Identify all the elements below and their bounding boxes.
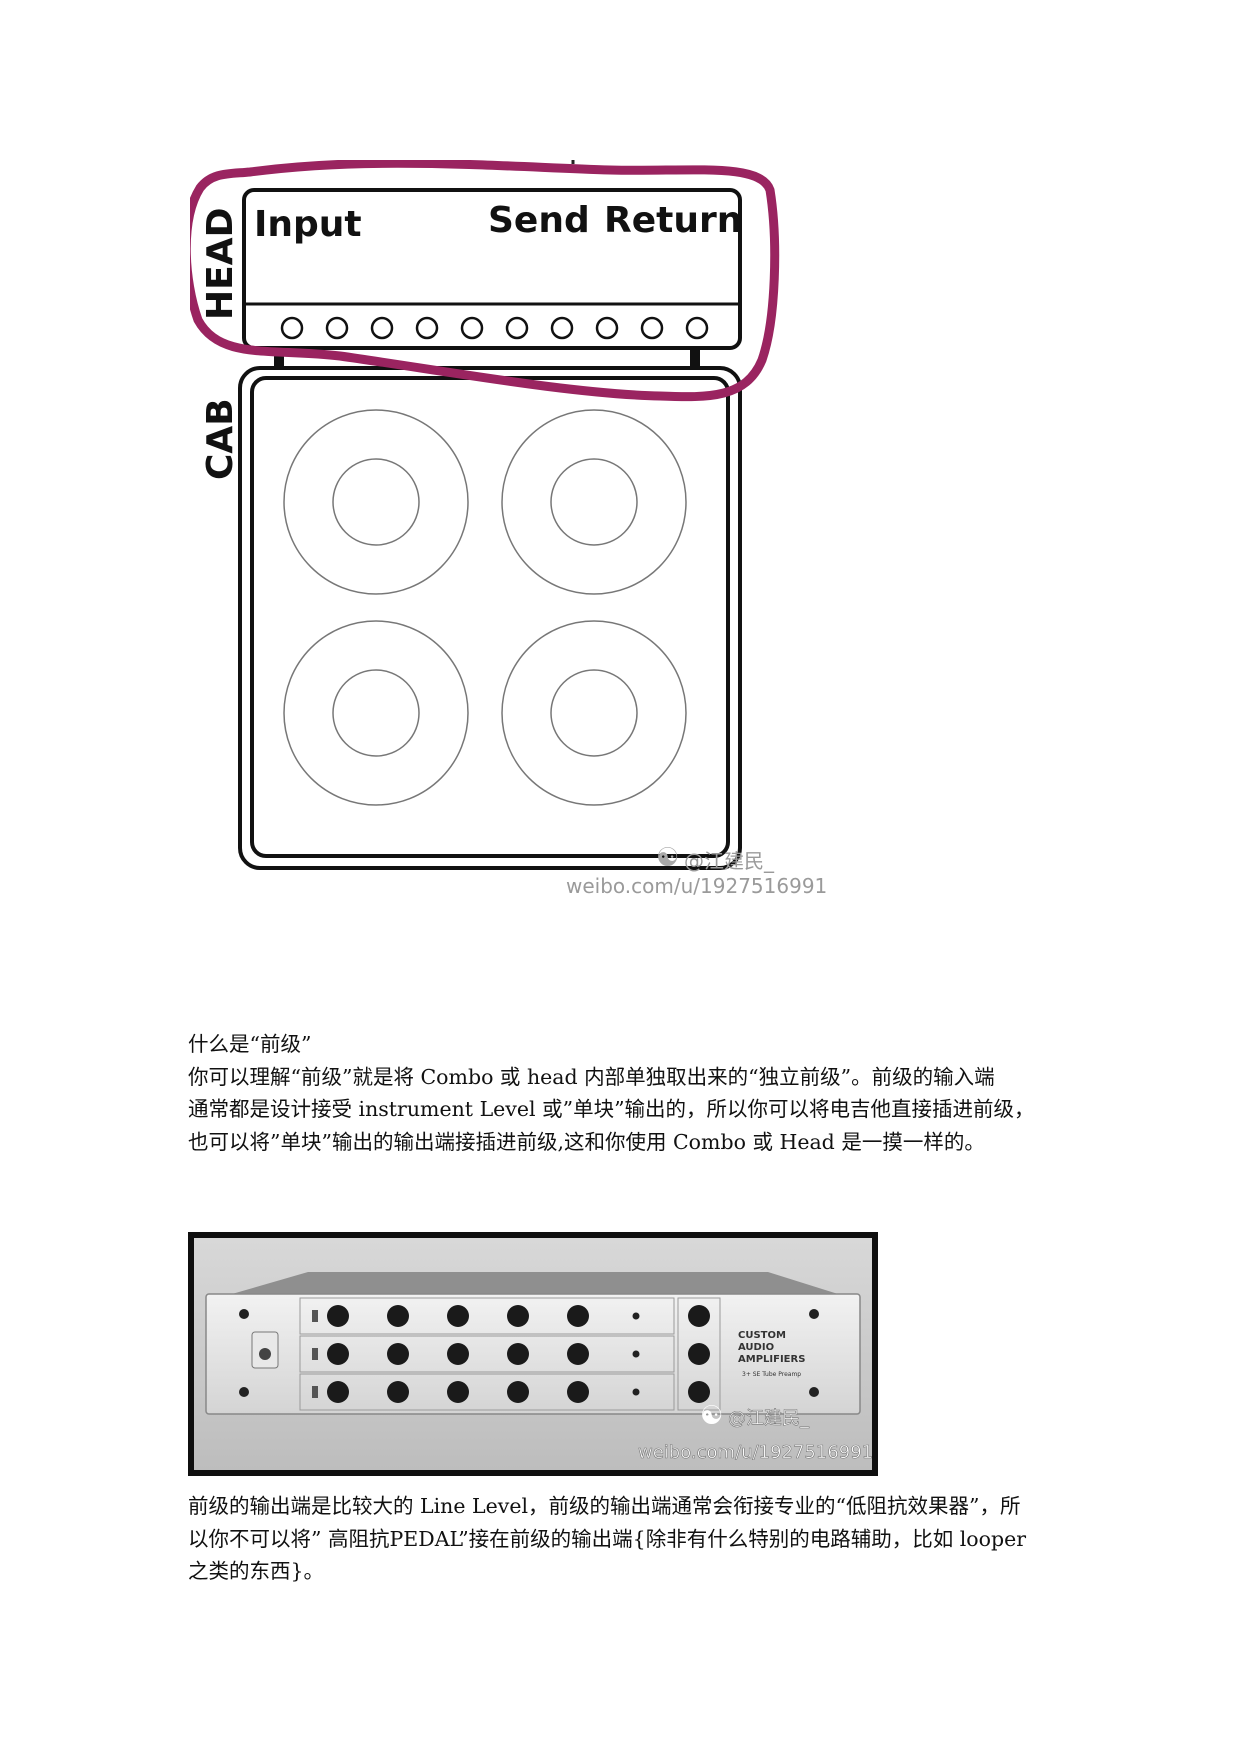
- head-jack: [505, 316, 529, 340]
- diagram-watermark: ☯ @江建民_ weibo.com/u/1927516991: [566, 843, 827, 898]
- head-jack: [325, 316, 349, 340]
- para2-line-2: 以你不可以将” 高阻抗PEDAL”接在前级的输出端{除非有什么特别的电路辅助，比…: [188, 1526, 1027, 1551]
- head-box: [242, 188, 742, 350]
- preamp-switch: [312, 1386, 318, 1398]
- brand-text: CUSTOM AUDIO AMPLIFIERS 3+ SE Tube Pream…: [738, 1330, 805, 1378]
- rack-watermark-url: weibo.com/u/1927516991: [638, 1442, 873, 1463]
- head-jack: [280, 316, 304, 340]
- para1-line-1: 你可以理解“前级”就是将 Combo 或 head 内部单独取出来的“独立前级”…: [188, 1064, 995, 1089]
- preamp-knob: [327, 1343, 349, 1365]
- preamp-knob: [507, 1381, 529, 1403]
- preamp-switch: [312, 1310, 318, 1322]
- cab-label: CAB: [200, 398, 241, 480]
- preamp-knob: [507, 1305, 529, 1327]
- preamp-knob: [567, 1343, 589, 1365]
- section-heading-block: 什么是“前级” 你可以理解“前级”就是将 Combo 或 head 内部单独取出…: [188, 1028, 1058, 1158]
- weibo-logo-icon: ☯: [656, 843, 679, 873]
- preamp-knob: [387, 1305, 409, 1327]
- head-jack: [640, 316, 664, 340]
- output-explanation-block: 前级的输出端是比较大的 Line Level，前级的输出端通常会衔接专业的“低阻…: [188, 1490, 1058, 1588]
- amp-head-cab-diagram: Input Send Return HEAD CAB ☯ @江建民_ weibo…: [190, 160, 827, 898]
- preamp-led: [632, 1350, 640, 1358]
- preamp-knob: [327, 1381, 349, 1403]
- diagram-watermark-url: weibo.com/u/1927516991: [566, 874, 827, 898]
- speaker-top-right: [501, 409, 687, 595]
- preamp-switch: [312, 1348, 318, 1360]
- head-jack: [370, 316, 394, 340]
- preamp-master-knob: [688, 1343, 710, 1365]
- send-label: Send: [488, 200, 590, 241]
- head-jack-row: [280, 316, 709, 340]
- rack-watermark: ☯ @江建民_ weibo.com/u/1927516991: [638, 1401, 874, 1463]
- preamp-led: [632, 1312, 640, 1320]
- preamp-master-knob: [688, 1305, 710, 1327]
- para2-line-1: 前级的输出端是比较大的 Line Level，前级的输出端通常会衔接专业的“低阻…: [188, 1494, 1021, 1518]
- speaker-top-left: [283, 409, 469, 595]
- head-jack: [415, 316, 439, 340]
- preamp-knob: [567, 1381, 589, 1403]
- head-jack: [685, 316, 709, 340]
- head-jack: [595, 316, 619, 340]
- diagram-watermark-handle: @江建民_: [684, 849, 775, 873]
- preamp-knob: [387, 1381, 409, 1403]
- return-label: Return: [604, 200, 742, 241]
- preamp-knob: [567, 1305, 589, 1327]
- rack-watermark-handle: @江建民_: [728, 1408, 810, 1429]
- brand-line-2: AUDIO: [738, 1342, 774, 1353]
- brand-line-1: CUSTOM: [738, 1330, 786, 1341]
- rack-preamp-photo: CUSTOM AUDIO AMPLIFIERS 3+ SE Tube Pream…: [188, 1232, 878, 1476]
- preamp-led: [632, 1388, 640, 1396]
- brand-line-3: AMPLIFIERS: [738, 1354, 805, 1365]
- preamp-knob: [447, 1381, 469, 1403]
- preamp-knob: [387, 1343, 409, 1365]
- brand-model: 3+ SE Tube Preamp: [742, 1371, 801, 1378]
- section-heading: 什么是“前级”: [188, 1032, 312, 1056]
- head-jack: [550, 316, 574, 340]
- para2-line-3: 之类的东西}。: [188, 1559, 325, 1583]
- speaker-bottom-right: [501, 620, 687, 806]
- para1-line-2: 通常都是设计接受 instrument Level 或”单块”输出的，所以你可以…: [188, 1097, 1035, 1121]
- preamp-knob: [327, 1305, 349, 1327]
- preamp-knob: [447, 1305, 469, 1327]
- para1-line-3: 也可以将”单块”输出的输出端接插进前级,这和你使用 Combo 或 Head 是…: [188, 1129, 985, 1154]
- input-label: Input: [254, 204, 362, 245]
- preamp-knob: [447, 1343, 469, 1365]
- weibo-logo-icon-2: ☯: [700, 1401, 723, 1431]
- preamp-knob: [507, 1343, 529, 1365]
- head-jack: [460, 316, 484, 340]
- head-label: HEAD: [200, 208, 241, 320]
- head-highlight-outline: [190, 160, 780, 402]
- cab-outer-box: [238, 366, 742, 870]
- speaker-bottom-left: [283, 620, 469, 806]
- preamp-master-knob: [688, 1381, 710, 1403]
- preamp-knob-grid: [312, 1305, 710, 1403]
